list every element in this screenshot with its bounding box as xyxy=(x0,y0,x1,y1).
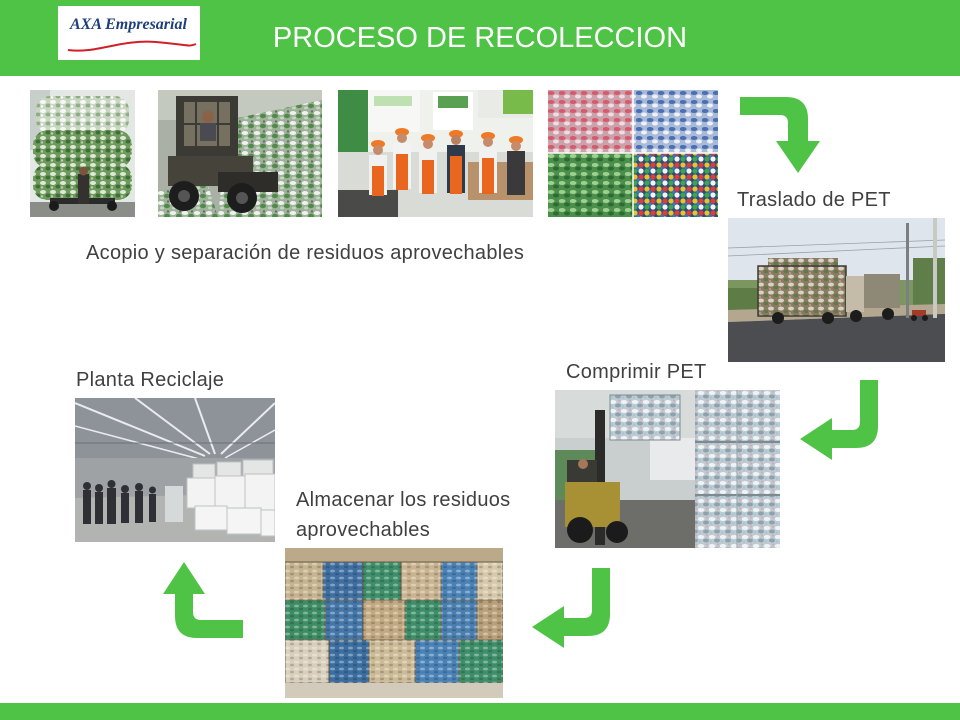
curved-arrow-up-icon xyxy=(163,562,243,638)
photo-loader-bottle-pile xyxy=(158,90,322,217)
photo-recycling-plant xyxy=(75,398,275,542)
logo-text: AXA Empresarial xyxy=(70,16,187,33)
step-label-almacenar: Almacenar los residuos aprovechables xyxy=(296,489,511,541)
arrow-shape xyxy=(163,562,243,638)
step-label-comprimir: Comprimir PET xyxy=(566,361,707,383)
curved-arrow-left-icon xyxy=(800,380,878,460)
slide-title: PROCESO DE RECOLECCION xyxy=(272,22,688,54)
footer-bar xyxy=(0,703,960,720)
photo-truck-transport xyxy=(728,218,945,362)
curved-arrow-left-icon xyxy=(532,568,610,648)
photo-sorted-bottles-grid xyxy=(548,90,718,217)
logo-swoosh xyxy=(67,40,197,52)
photo-sorting-station xyxy=(338,90,533,217)
arrow-shape xyxy=(532,568,610,648)
photo-stored-bales xyxy=(285,548,503,698)
step-label-traslado: Traslado de PET xyxy=(737,189,891,211)
company-logo: AXA Empresarial xyxy=(58,6,200,60)
step-label-acopio: Acopio y separación de residuos aprovech… xyxy=(86,242,525,264)
curved-arrow-down-icon xyxy=(740,97,820,173)
arrow-shape xyxy=(740,97,820,173)
arrow-shape xyxy=(800,380,878,460)
photo-forklift-compressed-bales xyxy=(555,390,780,548)
step-label-planta: Planta Reciclaje xyxy=(76,369,225,391)
header-bar: AXA Empresarial PROCESO DE RECOLECCION xyxy=(0,0,960,76)
photo-pet-bales-collection xyxy=(30,90,135,217)
